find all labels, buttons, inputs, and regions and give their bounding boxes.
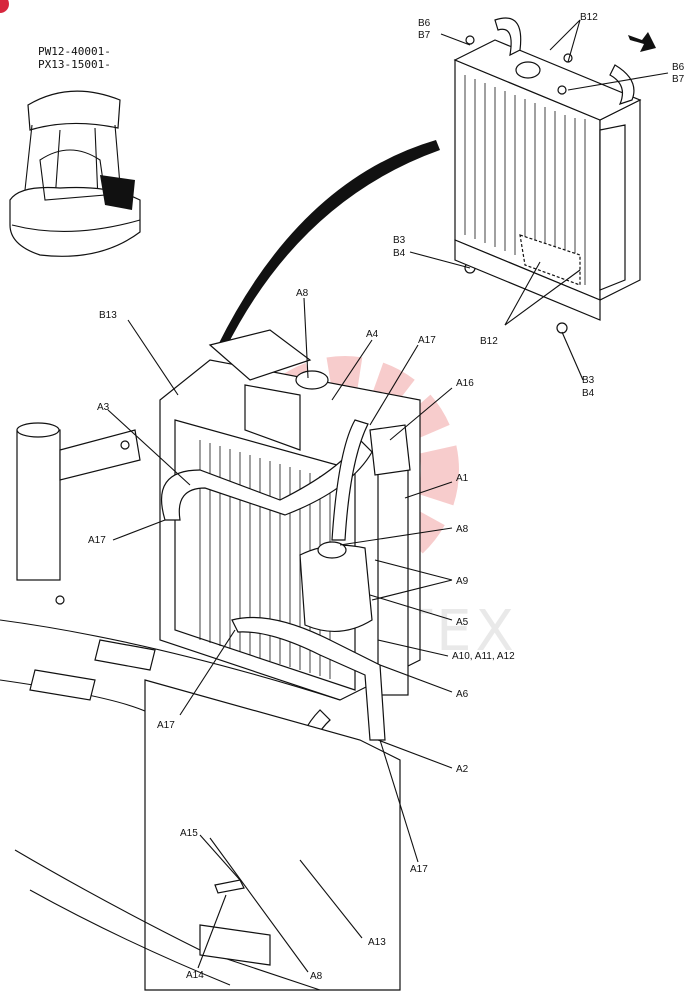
label-a8-top: A8 (296, 288, 309, 299)
label-b4-left: B4 (393, 248, 406, 259)
label-b6-left: B6 (418, 18, 431, 29)
label-a17-bottom: A17 (410, 864, 428, 875)
label-b7-right: B7 (672, 74, 685, 85)
label-a3: A3 (97, 402, 110, 413)
label-a13: A13 (368, 937, 386, 948)
label-a5: A5 (456, 617, 469, 628)
corner-badge (0, 0, 9, 13)
label-a8-bottom: A8 (310, 971, 323, 982)
serial-range-2: PX13-15001- (38, 58, 111, 71)
label-a15: A15 (180, 828, 198, 839)
label-b4-bottom: B4 (582, 388, 595, 399)
machine-thumbnail (9, 90, 141, 257)
highlight-area (100, 175, 135, 210)
callout-labels: B6 B7 B12 B6 B7 B3 B4 B12 B3 B4 B13 A8 A… (88, 12, 685, 982)
label-b13: B13 (99, 310, 117, 321)
label-a6: A6 (456, 689, 469, 700)
radiator-detail-view (453, 17, 642, 334)
label-b6-right: B6 (672, 62, 685, 73)
label-b3-bottom: B3 (582, 375, 595, 386)
label-a9: A9 (456, 576, 469, 587)
label-a10-a11-a12: A10, A11, A12 (452, 651, 515, 662)
label-b7-left: B7 (418, 30, 431, 41)
label-a4: A4 (366, 329, 379, 340)
leader-lines (107, 19, 669, 973)
label-b12-bottom: B12 (480, 336, 498, 347)
label-a17-lower: A17 (157, 720, 175, 731)
serial-range-1: PW12-40001- (38, 45, 111, 58)
label-b3-left: B3 (393, 235, 406, 246)
label-a8-mid: A8 (456, 524, 469, 535)
label-b12-top: B12 (580, 12, 598, 23)
label-a1: A1 (456, 473, 469, 484)
detail-arrow (218, 140, 440, 350)
label-a17-left: A17 (88, 535, 106, 546)
label-a14: A14 (186, 970, 204, 981)
label-a16: A16 (456, 378, 474, 389)
label-a2: A2 (456, 764, 469, 775)
direction-arrow-icon (628, 32, 656, 52)
label-a17-top: A17 (418, 335, 436, 346)
main-assembly (0, 329, 421, 991)
